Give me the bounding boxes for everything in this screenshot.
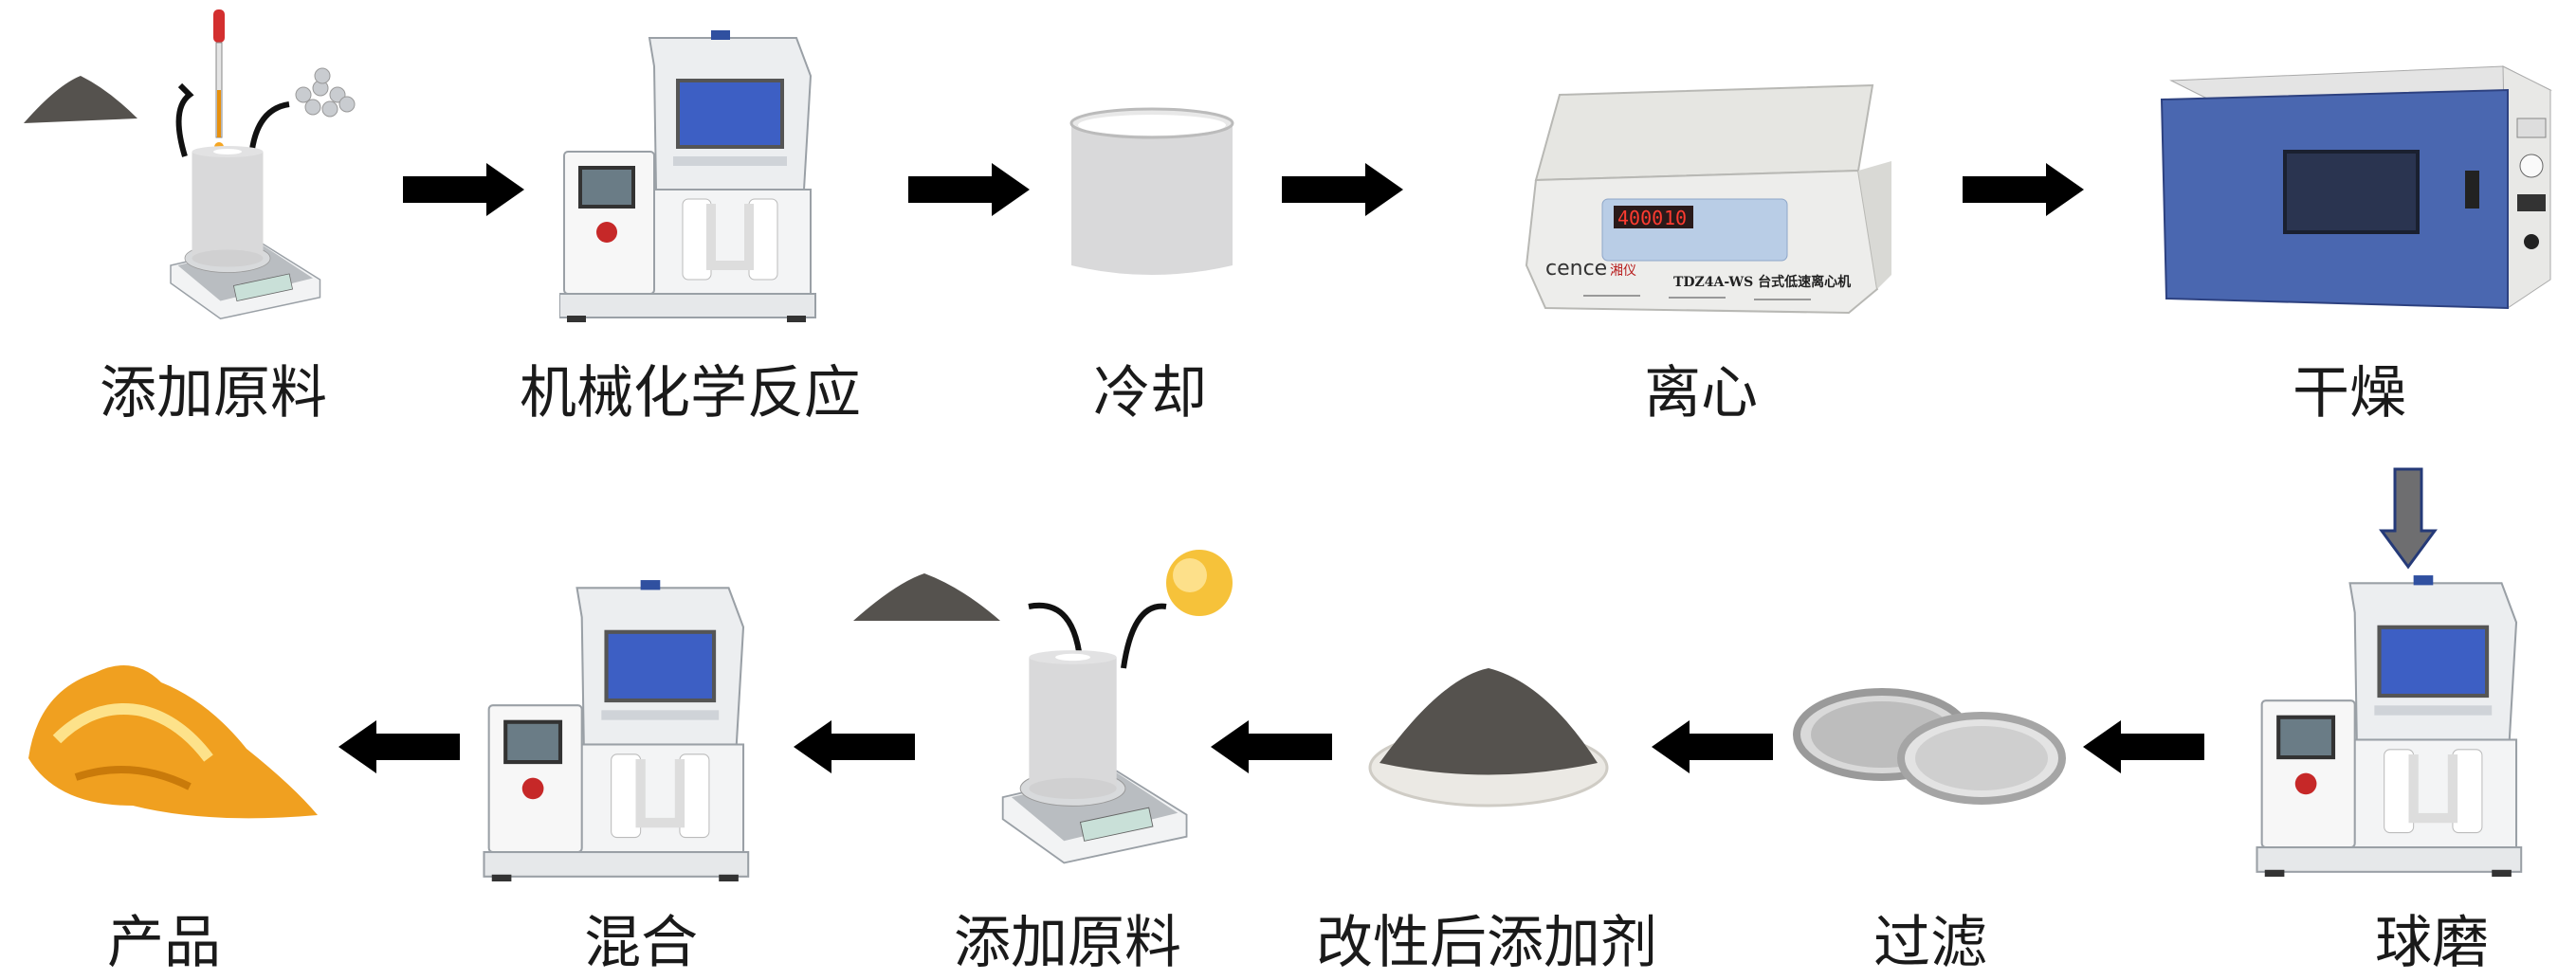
ball-mill-illustration [559,28,825,322]
step-centrifugation: 4000 10 cence 湘仪 TDZ4A-WS 台式低速离心机 [1507,76,1906,322]
dropper-icon [213,9,225,152]
powder-pile-icon [24,76,137,123]
powder-dish-illustration [1368,668,1609,808]
ball-mill-illustration [465,578,777,881]
step-add-raw-materials-2 [849,545,1247,867]
flow-arrow-left [1650,718,1773,775]
step-drying [2143,62,2560,322]
step-add-raw-materials-1 [19,5,360,327]
step-modified-additive [1365,654,1612,815]
centrifuge-illustration: 4000 10 cence 湘仪 TDZ4A-WS 台式低速离心机 [1525,83,1891,315]
step-label: 混合 [584,910,698,976]
step-label: 添加原料 [954,910,1181,976]
sieves-illustration [1793,688,2066,805]
flow-arrow-left [792,718,915,775]
flow-arrow-right [1963,161,2086,218]
flow-arrow-right [1282,161,1405,218]
powder-pile-icon [853,573,1000,621]
grease-product-illustration [28,665,318,819]
step-label: 干燥 [2293,360,2406,426]
step-label: 球磨 [2375,910,2489,976]
step-mechanochemical-reaction [559,28,825,322]
flow-arrow-left [2081,718,2204,775]
ball-mill-illustration [2247,573,2541,877]
speed-display: 4000 [1617,207,1663,229]
step-label: 离心 [1644,360,1758,426]
grease-blob-icon [1166,550,1233,616]
time-display: 10 [1664,207,1687,229]
flow-arrow-left [337,718,460,775]
drying-oven-illustration [2160,65,2552,310]
balance-with-jar-illustration [853,550,1233,867]
flow-arrow-right [403,161,526,218]
brand-logo: cence [1545,257,1607,281]
step-filtration [1792,678,2067,810]
step-ball-milling [2247,573,2541,877]
flow-arrow-down [2379,467,2438,570]
flow-arrow-right [908,161,1032,218]
balance-with-jar-illustration [24,9,356,327]
model-label: TDZ4A-WS 台式低速离心机 [1673,274,1851,290]
brand-cn-logo: 湘仪 [1610,263,1636,279]
curved-arrow-left-icon [175,82,194,157]
step-label: 冷却 [1093,360,1207,426]
step-label: 改性后添加剂 [1316,910,1657,976]
steel-balls-icon [295,67,356,118]
step-label: 添加原料 [100,360,327,426]
step-label: 过滤 [1873,910,1987,976]
step-product [19,644,322,834]
step-mixing [465,578,777,881]
curved-arrow-right-icon [1121,603,1167,669]
step-cooling [1067,104,1237,284]
step-label: 机械化学反应 [520,360,861,426]
step-label: 产品 [107,910,221,976]
cylinder-jar-illustration [1069,107,1234,275]
